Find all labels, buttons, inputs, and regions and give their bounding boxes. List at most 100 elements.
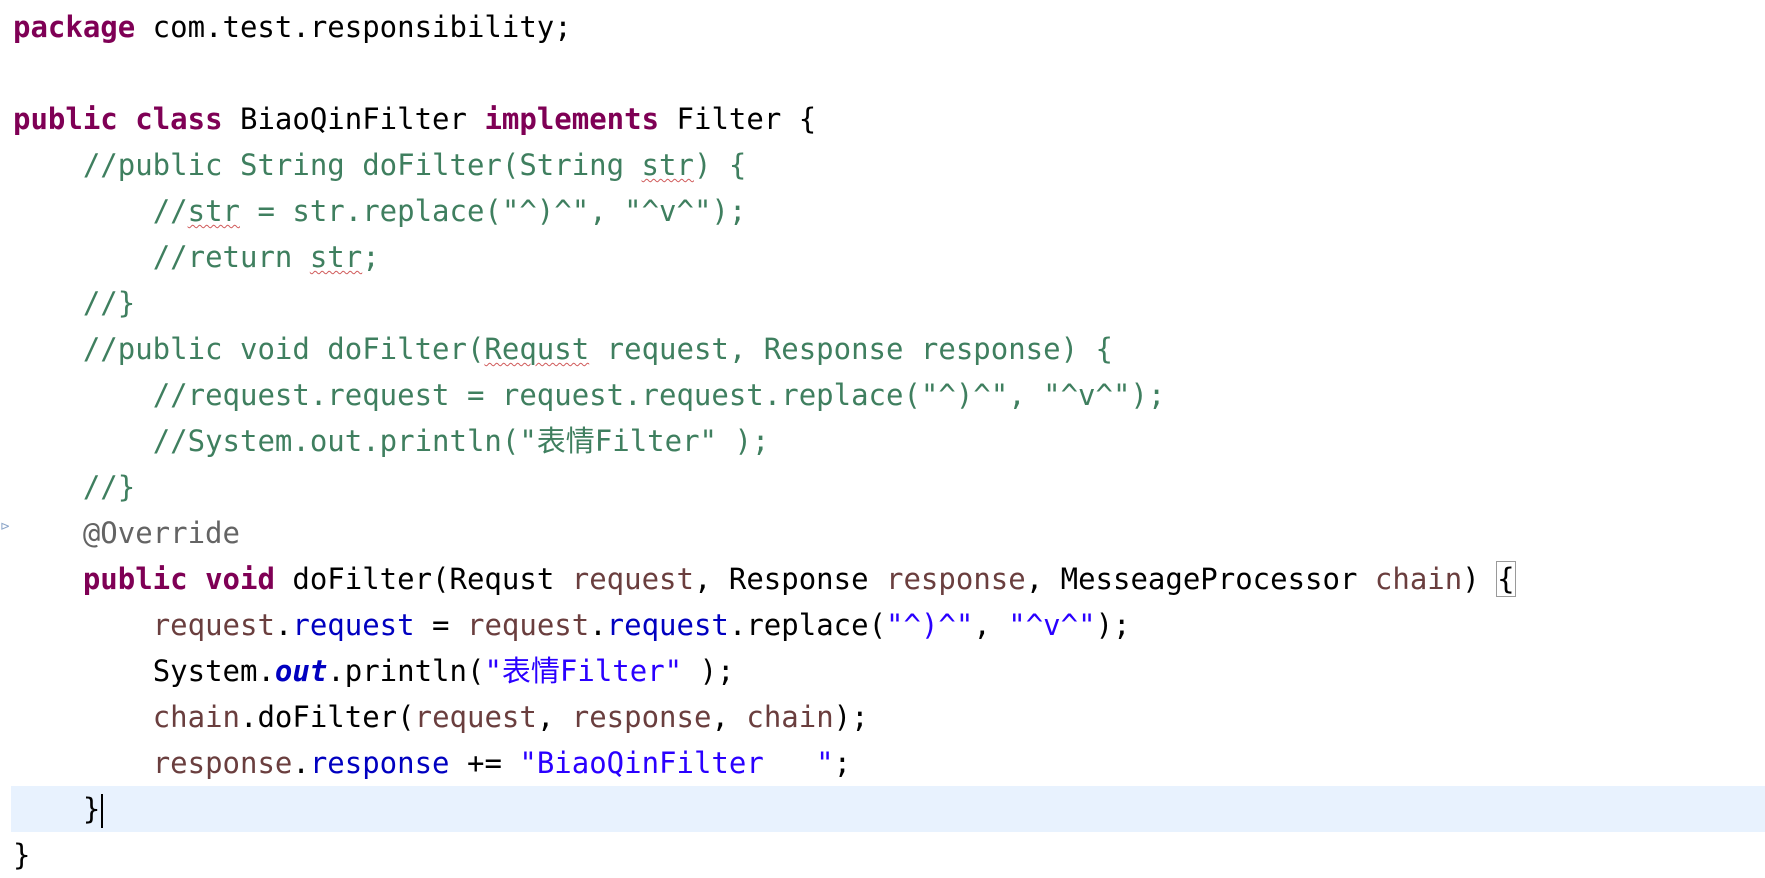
code-line-12: @Override (13, 510, 1765, 556)
indent (13, 378, 153, 412)
comment-text: //} (82, 470, 136, 504)
method-call: .println( (327, 654, 485, 688)
code-line-6: //return str; (13, 234, 1765, 280)
code-line-9: //request.request = request.request.repl… (13, 372, 1765, 418)
space (188, 562, 205, 596)
indent (13, 240, 153, 274)
parameter: chain (1374, 562, 1463, 596)
statement-end: ); (1095, 608, 1131, 642)
code-line-11: //} (13, 464, 1765, 510)
comment-text: = str.replace("^)^", "^v^"); (240, 194, 747, 228)
method-signature: doFilter(Requst (274, 562, 572, 596)
code-line-10: //System.out.println("表情Filter" ); (13, 418, 1765, 464)
code-line-2 (13, 50, 1765, 96)
class-ref: System. (152, 654, 275, 688)
comment-text: //} (82, 286, 136, 320)
field: request (606, 608, 729, 642)
code-line-13: public void doFilter(Requst request, Res… (13, 556, 1765, 602)
indent (13, 792, 83, 826)
comment-text: ) { (693, 148, 747, 182)
parameter: request (571, 562, 694, 596)
string-literal: "^)^" (886, 608, 974, 642)
code-content[interactable]: package com.test.responsibility; public … (11, 4, 1765, 878)
code-line-15: System.out.println("表情Filter" ); (13, 648, 1765, 694)
comment-text: ; (362, 240, 380, 274)
method-signature: , MesseageProcessor (1025, 562, 1375, 596)
parameter: response (886, 562, 1026, 596)
indent (13, 286, 83, 320)
dot: . (589, 608, 607, 642)
comment-text: //System.out.println("表情Filter" ); (152, 424, 770, 458)
annotation: @Override (82, 516, 240, 550)
code-line-3: public class BiaoQinFilter implements Fi… (13, 96, 1765, 142)
indent (13, 470, 83, 504)
local-variable: response (152, 746, 293, 780)
package-name: com.test.responsibility; (135, 10, 572, 44)
space (118, 102, 135, 136)
comment-text: // (152, 194, 188, 228)
keyword: package (13, 10, 136, 44)
override-arrow-icon[interactable]: ⊳ (0, 519, 11, 533)
code-line-4: //public String doFilter(String str) { (13, 142, 1765, 188)
comment-text: request, Response response) { (589, 332, 1113, 366)
indent (13, 562, 83, 596)
editor-ruler: ⊳ (0, 0, 10, 875)
comment-text: //request.request = request.request.repl… (152, 378, 1166, 412)
static-field: out (274, 654, 328, 688)
string-literal: "^v^" (1008, 608, 1096, 642)
code-line-19: } (13, 832, 1765, 878)
text-caret (101, 794, 104, 828)
indent (13, 654, 153, 688)
field: request (292, 608, 415, 642)
code-line-1: package com.test.responsibility; (13, 4, 1765, 50)
method-call: .replace( (728, 608, 887, 642)
local-variable: chain (152, 700, 240, 734)
code-line-17: response.response += "BiaoQinFilter "; (13, 740, 1765, 786)
closing-brace: } (82, 792, 101, 826)
code-line-16: chain.doFilter(request, response, chain)… (13, 694, 1765, 740)
operator: += (449, 746, 520, 780)
indent (13, 516, 83, 550)
keyword: void (205, 562, 275, 596)
operator: = (414, 608, 467, 642)
dot: . (292, 746, 310, 780)
spelling-warning: str (309, 240, 363, 274)
comment-text: //return (152, 240, 310, 274)
indent (13, 424, 153, 458)
interface-name: Filter { (659, 102, 817, 136)
indent (13, 608, 153, 642)
statement-end: ; (833, 746, 852, 780)
indent (13, 700, 153, 734)
indent (13, 194, 153, 228)
field: response (309, 746, 450, 780)
class-name: BiaoQinFilter (222, 102, 485, 136)
argument: response (571, 700, 712, 734)
indent (13, 332, 83, 366)
method-signature: , Response (693, 562, 887, 596)
method-signature: ) (1462, 562, 1498, 596)
local-variable: request (466, 608, 590, 642)
code-line-7: //} (13, 280, 1765, 326)
string-literal: "BiaoQinFilter " (519, 746, 834, 780)
spelling-warning: str (187, 194, 240, 228)
string-literal: "表情Filter" (484, 654, 683, 688)
statement-end: ); (833, 700, 869, 734)
spelling-warning: str (641, 148, 694, 182)
indent (13, 746, 153, 780)
argument: request (414, 700, 537, 734)
comment-text: //public void doFilter( (82, 332, 485, 366)
method-call: .doFilter( (240, 700, 415, 734)
keyword: public (82, 562, 188, 596)
code-line-8: //public void doFilter(Requst request, R… (13, 326, 1765, 372)
matching-brace: { (1496, 561, 1516, 597)
statement-end: ); (682, 654, 735, 688)
code-line-18-current: } (11, 786, 1765, 832)
separator: , (536, 700, 572, 734)
comment-text: //public String doFilter(String (82, 148, 642, 182)
separator: , (711, 700, 747, 734)
keyword: class (135, 102, 223, 136)
keyword: implements (484, 102, 660, 136)
closing-brace: } (13, 838, 31, 872)
local-variable: request (152, 608, 275, 642)
